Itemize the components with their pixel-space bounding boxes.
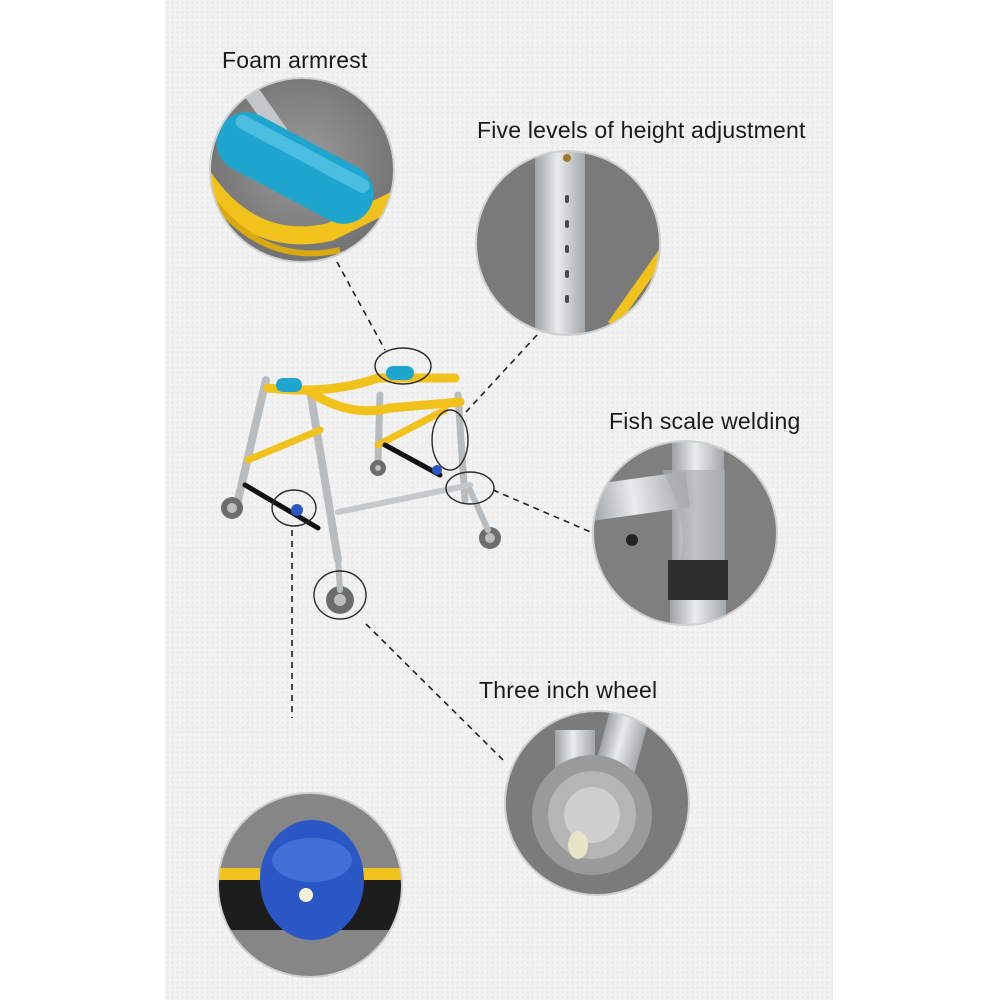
label-height-adjustment: Five levels of height adjustment (477, 117, 806, 143)
walker-main (221, 366, 501, 614)
callout-three-inch-wheel (505, 711, 689, 895)
label-three-inch-wheel: Three inch wheel (479, 677, 658, 703)
connector-height (465, 334, 538, 413)
walker-wheels (221, 460, 501, 614)
callout-connectors (291, 261, 594, 761)
label-fish-scale-welding: Fish scale welding (609, 408, 801, 434)
connector-armrest (336, 261, 386, 351)
callout-foam-armrest (210, 78, 394, 262)
callout-blue-cap (218, 793, 402, 977)
connector-welding (492, 489, 594, 534)
highlight-ellipses (271, 347, 495, 620)
label-foam-armrest: Foam armrest (222, 47, 368, 73)
callout-height-adjustment (476, 151, 660, 335)
callout-fish-scale-welding (593, 441, 777, 625)
